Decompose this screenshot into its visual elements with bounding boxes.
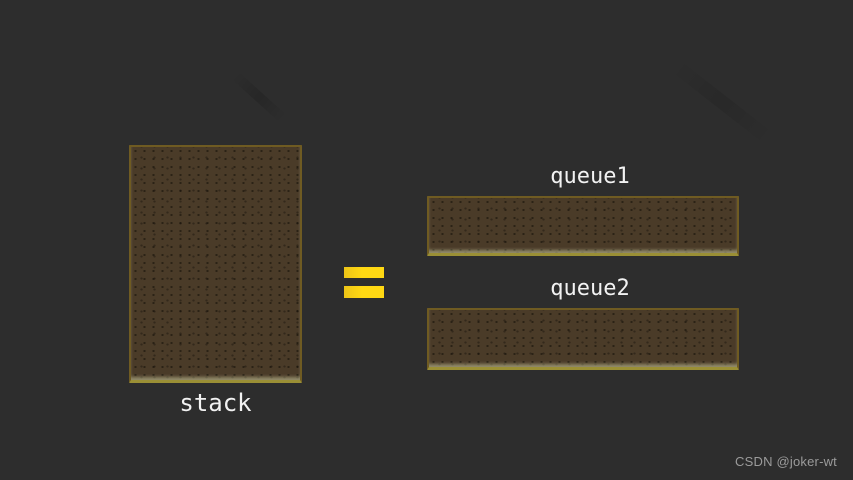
stack-label: stack bbox=[179, 389, 252, 417]
queue1-shape bbox=[427, 196, 739, 256]
equals-bar-bottom bbox=[344, 286, 384, 298]
stack-shape bbox=[129, 145, 302, 383]
background-smudge bbox=[231, 71, 287, 123]
equals-icon bbox=[344, 267, 384, 298]
watermark: CSDN @joker-wt bbox=[735, 454, 837, 469]
queue2-shape bbox=[427, 308, 739, 370]
queue2-label: queue2 bbox=[550, 276, 630, 301]
background-smudge bbox=[670, 59, 774, 145]
queue1-label: queue1 bbox=[550, 164, 630, 189]
equals-bar-top bbox=[344, 267, 384, 278]
